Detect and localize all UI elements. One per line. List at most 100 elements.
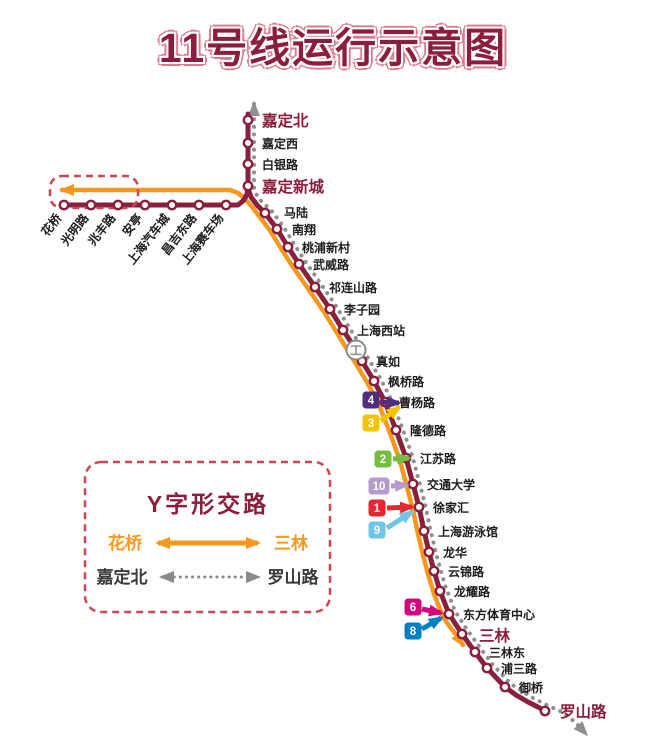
station-label: 花桥	[38, 210, 65, 239]
station-label: 徐家汇	[432, 500, 469, 515]
station-dot	[368, 375, 380, 387]
station-label: 白银路	[262, 157, 299, 172]
metro-line-badge	[374, 450, 392, 468]
legend-terminus-label: 花桥	[108, 533, 143, 553]
station-label: 三林	[479, 626, 511, 645]
station-dot	[390, 424, 402, 436]
metro-line-number: 8	[410, 626, 417, 638]
station-label: 光明路	[57, 210, 92, 249]
station-label: 祁连山路	[329, 280, 378, 295]
station-label: 桃浦新村	[302, 240, 350, 255]
station-label: 东方体育中心	[463, 607, 535, 622]
station-dot	[324, 303, 336, 315]
service-jiadingbei-luoshanlu-line	[248, 101, 588, 737]
station-dot	[539, 705, 551, 717]
badge-arrow	[380, 396, 402, 409]
station-dot	[193, 199, 205, 211]
station-dot	[282, 241, 294, 253]
metro-line-badge	[362, 391, 380, 409]
station-label: 嘉定北	[261, 111, 309, 130]
badge-arrow	[420, 615, 444, 632]
metro-line-number: 4	[368, 395, 375, 407]
station-dot	[434, 585, 446, 597]
station-label: 曹杨路	[399, 395, 436, 410]
metro-line-badge	[368, 477, 390, 495]
station-label: 真如	[376, 354, 400, 369]
station-dot	[443, 608, 455, 620]
legend-terminus-label: 嘉定北	[96, 567, 148, 587]
station-dot	[423, 546, 435, 558]
station-label: 枫桥路	[388, 374, 425, 389]
station-label: 嘉定新城	[261, 177, 325, 196]
station-dot	[418, 525, 430, 537]
page-title: 11号线运行示意图	[158, 25, 508, 71]
metro-line-number: 9	[374, 525, 380, 537]
metro-line-badge	[368, 521, 386, 539]
badge-arrow	[379, 405, 402, 423]
station-dot	[112, 199, 124, 211]
station-label: 罗山路	[560, 702, 607, 721]
station-dot	[413, 501, 425, 513]
station-label: 兆丰路	[84, 210, 119, 248]
railway-logo-glyph: 工	[350, 344, 362, 358]
station-label: 马陆	[284, 205, 308, 220]
station-dot	[469, 646, 481, 658]
station-dot	[139, 199, 151, 211]
station-dot	[271, 223, 283, 235]
badge-arrow	[392, 452, 412, 465]
station-dot	[428, 565, 440, 577]
station-dot	[499, 681, 511, 693]
metro-line-badge	[368, 499, 386, 517]
station-dot	[337, 324, 349, 336]
station-dot	[58, 199, 70, 211]
station-label: 嘉定西	[261, 136, 298, 151]
metro-line-number: 6	[410, 602, 416, 614]
badge-arrow	[386, 501, 415, 514]
legend-title: Y字形交路	[147, 491, 269, 517]
station-dot	[220, 199, 232, 211]
metro-line-badge	[404, 622, 422, 640]
railway-logo-icon	[345, 339, 367, 361]
station-label: 云锦路	[448, 564, 485, 579]
legend-box	[83, 460, 332, 614]
station-label: 南翔	[292, 222, 316, 237]
legend-terminus-label: 罗山路	[268, 567, 320, 587]
station-label: 三林东	[489, 645, 525, 660]
station-dot	[407, 478, 419, 490]
station-dot	[259, 207, 271, 219]
station-label: 上海西站	[357, 323, 405, 338]
metro-line-number: 3	[368, 418, 374, 430]
station-label: 武威路	[313, 257, 350, 272]
station-label: 龙华	[443, 545, 467, 560]
badge-arrow	[421, 604, 444, 617]
metro-line-badge	[362, 414, 380, 432]
station-dot	[242, 158, 254, 170]
metro-line-number: 10	[373, 481, 386, 493]
station-dot	[309, 281, 321, 293]
station-dot	[481, 662, 493, 674]
station-dot	[242, 137, 254, 149]
station-label: 御桥	[518, 680, 544, 695]
station-dot	[166, 199, 178, 211]
station-label: 浦三路	[501, 661, 538, 676]
badge-arrow	[390, 479, 410, 492]
station-dot	[85, 199, 97, 211]
legend-terminus-label: 三林	[274, 533, 308, 553]
station-label: 交通大学	[427, 477, 475, 492]
metro-line-number: 1	[374, 503, 381, 515]
service-huaqiao-sanlin-line	[59, 184, 466, 648]
station-dot	[456, 628, 468, 640]
station-label: 龙耀路	[454, 584, 491, 599]
station-label: 李子园	[343, 302, 380, 317]
station-dot	[242, 180, 254, 192]
station-label: 上海游泳馆	[438, 524, 498, 539]
station-label: 江苏路	[420, 451, 457, 466]
metro-line-number: 2	[380, 454, 386, 466]
huaqiao-terminus-box	[48, 174, 140, 210]
metro-line-badge	[404, 598, 422, 616]
station-dot	[293, 258, 305, 270]
station-dot	[242, 114, 254, 126]
badge-arrow	[385, 509, 415, 531]
